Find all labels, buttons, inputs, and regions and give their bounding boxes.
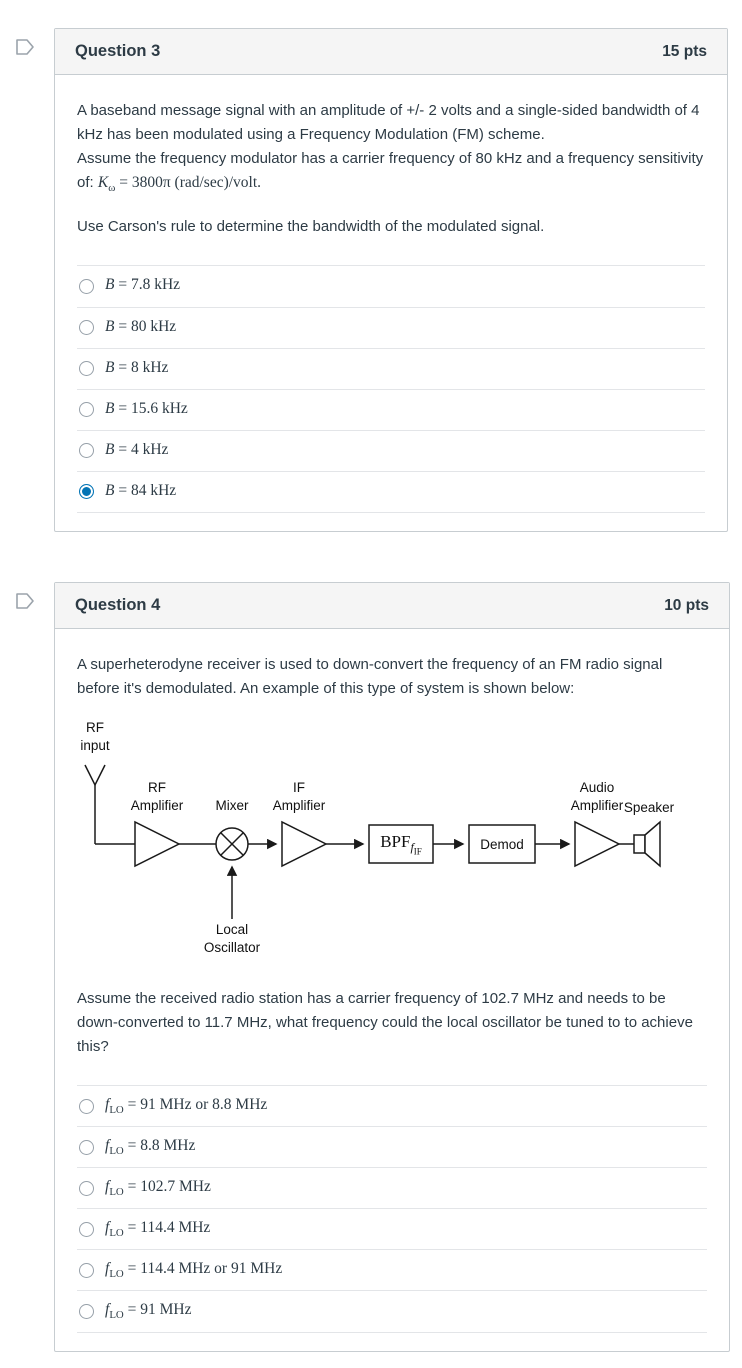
question-title: Question 3 [75, 42, 161, 60]
speaker-label: Speaker [623, 800, 675, 815]
answer-option-label: B = 7.8 kHz [105, 276, 181, 294]
if-amplifier-symbol [281, 820, 328, 868]
question-prompt: Assume the received radio station has a … [77, 990, 693, 1055]
question-4-body: A superheterodyne receiver is used to do… [55, 629, 729, 1351]
rf-input-label: RF input [80, 720, 110, 753]
answer-option-label: B = 4 kHz [105, 440, 169, 458]
question-points: 10 pts [664, 596, 709, 614]
answer-option-label: fLO = 91 MHz or 8.8 MHz [105, 1096, 268, 1117]
answer-option-row[interactable]: fLO = 91 MHz or 8.8 MHz [77, 1086, 707, 1128]
demod-label: Demod [480, 836, 524, 852]
antenna-icon [84, 764, 106, 844]
mixer-label: Mixer [215, 798, 249, 813]
answer-option-label: fLO = 91 MHz [105, 1301, 192, 1322]
question-3-body: A baseband message signal with an amplit… [55, 75, 727, 531]
answer-option-row[interactable]: B = 4 kHz [77, 431, 705, 472]
answer-option-row[interactable]: B = 8 kHz [77, 349, 705, 390]
radio-button[interactable] [79, 1139, 94, 1155]
speaker-icon [633, 820, 661, 868]
question-3-gutter [14, 28, 54, 63]
flag-question-icon[interactable] [14, 36, 36, 58]
flag-icon [16, 39, 34, 55]
answer-options: B = 7.8 kHz B = 80 kHz B = 8 kHz B = 15.… [77, 265, 705, 513]
question-4-card: Question 4 10 pts A superheterodyne rece… [54, 582, 730, 1352]
answer-option-label: B = 80 kHz [105, 317, 177, 335]
radio-button[interactable] [79, 320, 94, 336]
question-text: A superheterodyne receiver is used to do… [77, 656, 663, 697]
answer-option-row[interactable]: fLO = 91 MHz [77, 1291, 707, 1333]
rf-amplifier-symbol [134, 820, 181, 868]
answer-option-row-selected[interactable]: B = 84 kHz [77, 472, 705, 513]
diagram-shapes [84, 764, 661, 919]
flag-question-icon[interactable] [14, 590, 36, 612]
answer-option-row[interactable]: B = 15.6 kHz [77, 390, 705, 431]
answer-option-row[interactable]: fLO = 114.4 MHz or 91 MHz [77, 1250, 707, 1292]
question-3-header: Question 3 15 pts [55, 29, 727, 75]
radio-button[interactable] [79, 402, 94, 418]
flag-icon [16, 593, 34, 609]
question-text-line-2: Assume the frequency modulator has a car… [77, 150, 704, 191]
bpf-label: BPFfIF [380, 831, 422, 857]
answer-option-row[interactable]: fLO = 114.4 MHz [77, 1209, 707, 1251]
radio-button[interactable] [79, 1304, 94, 1320]
question-3-section: Question 3 15 pts A baseband message sig… [14, 28, 728, 532]
bpf-box [368, 824, 434, 864]
question-title: Question 4 [75, 596, 161, 614]
answer-option-label: fLO = 114.4 MHz or 91 MHz [105, 1260, 283, 1281]
sensitivity-formula: Kω = 3800π (rad/sec)/volt. [97, 174, 262, 195]
radio-button[interactable] [79, 443, 94, 459]
question-3-card: Question 3 15 pts A baseband message sig… [54, 28, 728, 532]
radio-button[interactable] [79, 1262, 94, 1278]
rf-amplifier-label: RF Amplifier [130, 780, 184, 813]
answer-option-label: B = 15.6 kHz [105, 399, 188, 417]
question-text: A baseband message signal with an amplit… [77, 99, 705, 197]
question-points: 15 pts [662, 42, 707, 60]
local-oscillator-label: Local Oscillator [203, 922, 261, 955]
answer-option-row[interactable]: B = 7.8 kHz [77, 266, 705, 308]
question-4-header: Question 4 10 pts [55, 583, 729, 629]
audio-amplifier-symbol [574, 820, 621, 868]
answer-option-label: B = 84 kHz [105, 481, 177, 499]
question-4-section: Question 4 10 pts A superheterodyne rece… [14, 582, 730, 1352]
mixer-symbol [215, 827, 249, 861]
question-text-line-1: A baseband message signal with an amplit… [77, 102, 700, 143]
signal-path-lines [95, 838, 634, 919]
radio-button[interactable] [79, 278, 94, 294]
answer-option-label: fLO = 114.4 MHz [105, 1219, 211, 1240]
radio-button[interactable] [79, 1098, 94, 1114]
answer-option-label: fLO = 8.8 MHz [105, 1137, 196, 1158]
answer-options: fLO = 91 MHz or 8.8 MHz fLO = 8.8 MHz fL… [77, 1085, 707, 1333]
question-prompt: Use Carson's rule to determine the bandw… [77, 218, 545, 236]
question-4-gutter [14, 582, 54, 617]
answer-option-label: fLO = 102.7 MHz [105, 1178, 211, 1199]
radio-button[interactable] [79, 1221, 94, 1237]
answer-option-label: B = 8 kHz [105, 358, 169, 376]
radio-button-selected[interactable] [79, 484, 94, 500]
answer-option-row[interactable]: fLO = 8.8 MHz [77, 1127, 707, 1169]
radio-button[interactable] [79, 361, 94, 377]
radio-button[interactable] [79, 1180, 94, 1196]
superheterodyne-diagram: RF input RF Amplifier Mixer IF Amplifier [77, 719, 707, 965]
audio-amplifier-label: Audio Amplifier [570, 780, 624, 813]
answer-option-row[interactable]: fLO = 102.7 MHz [77, 1168, 707, 1210]
answer-option-row[interactable]: B = 80 kHz [77, 308, 705, 349]
demod-box [468, 824, 536, 864]
if-amplifier-label: IF Amplifier [272, 780, 326, 813]
